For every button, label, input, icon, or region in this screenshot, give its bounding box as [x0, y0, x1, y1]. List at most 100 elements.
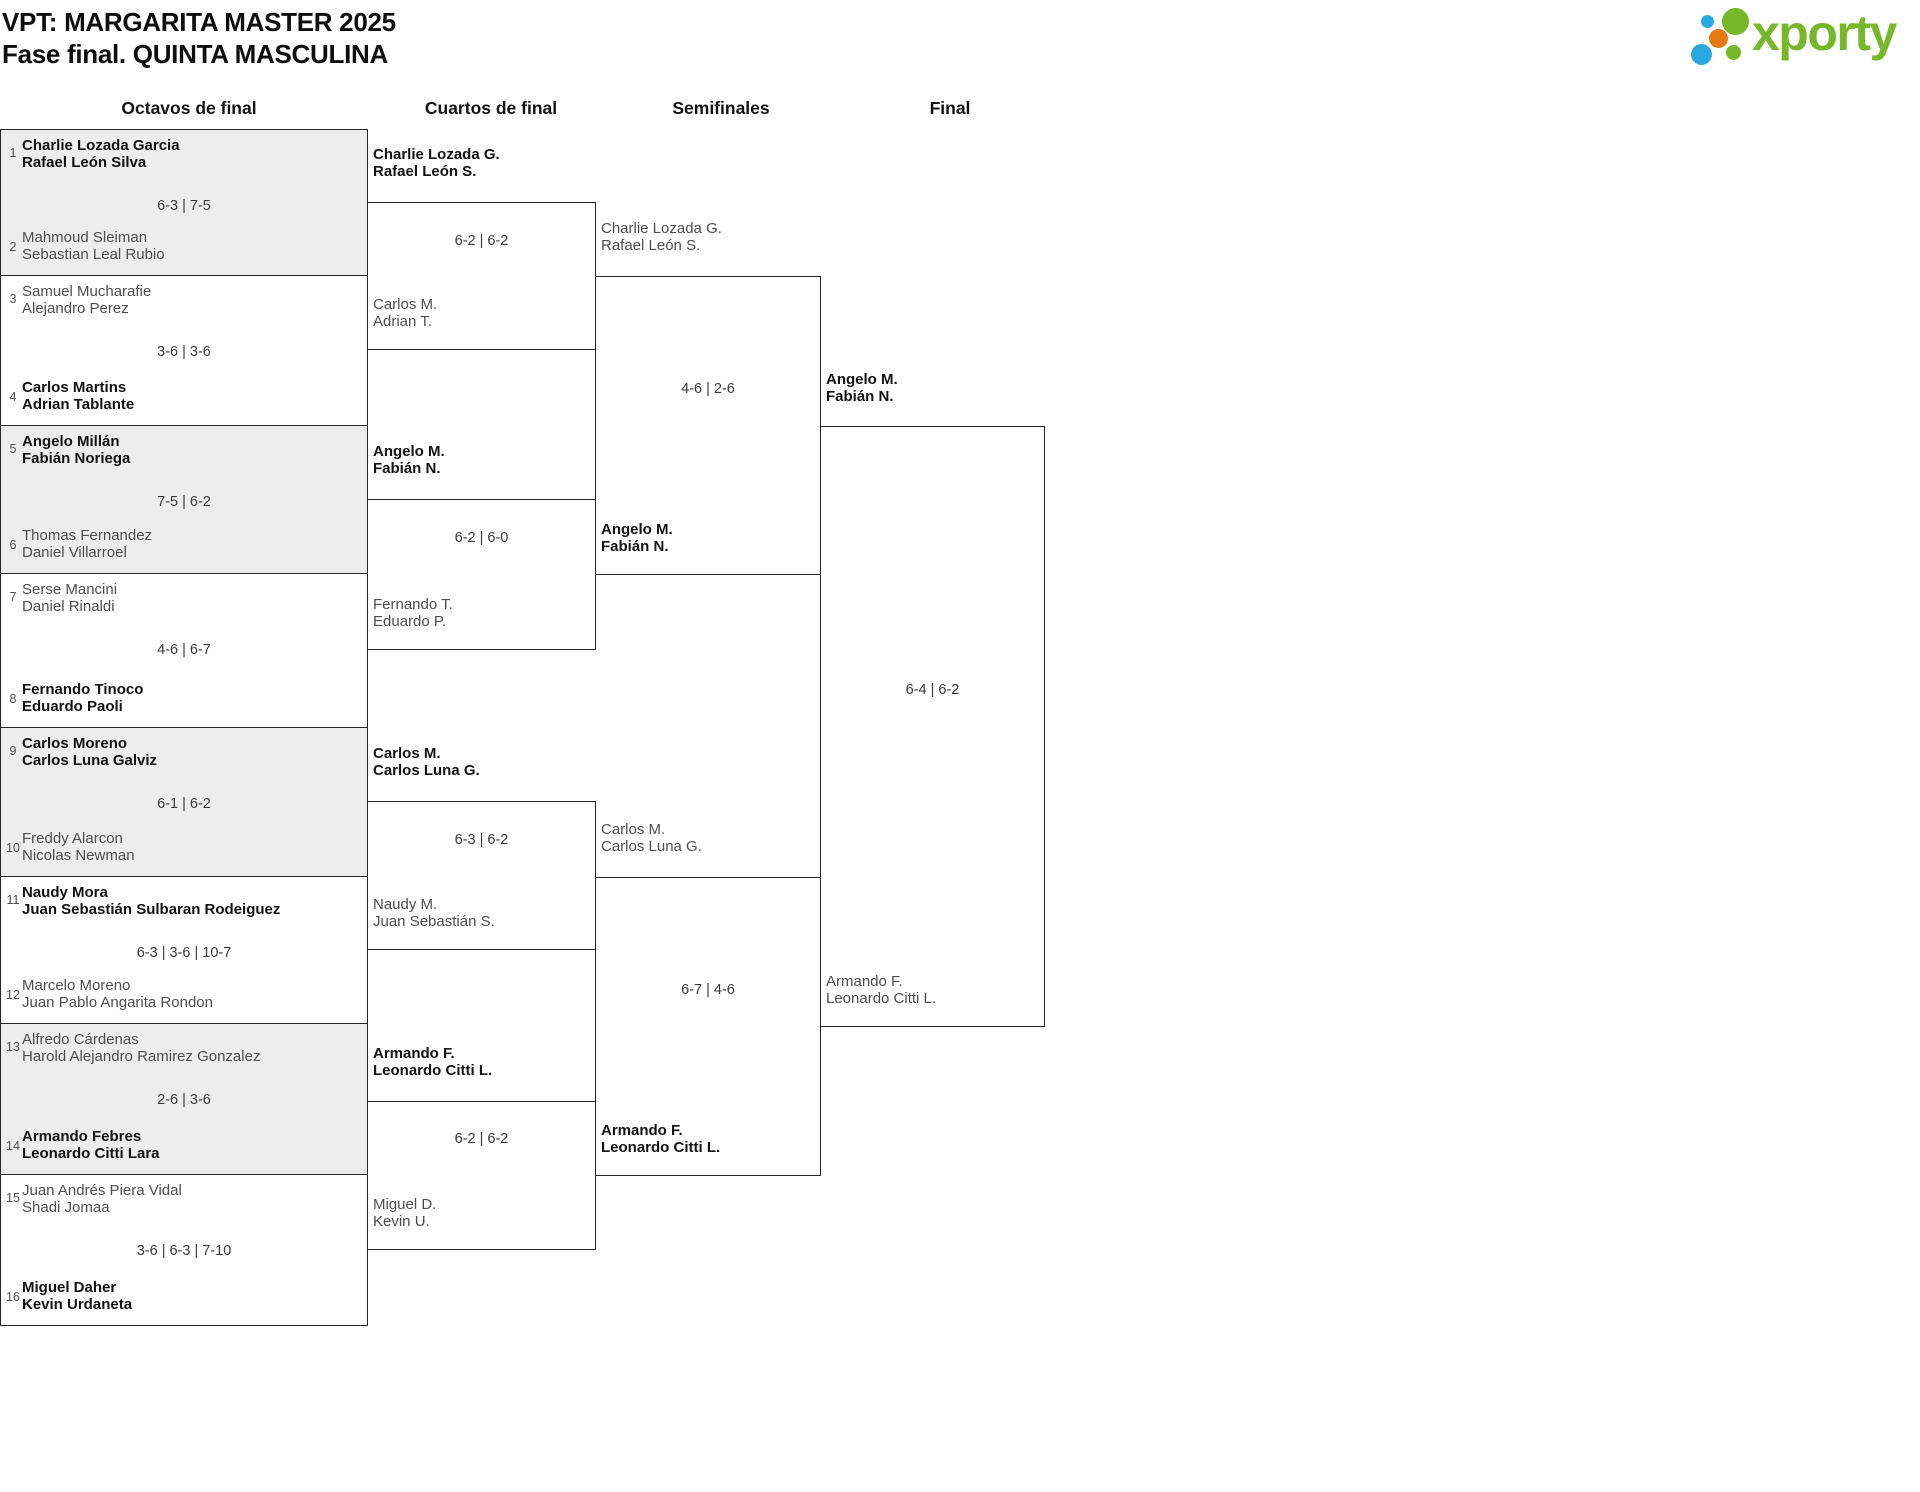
team-pair-top: Carlos M. Carlos Luna G.	[373, 745, 480, 779]
team-name: Fabián N.	[826, 388, 894, 405]
team-name: Nicolas Newman	[22, 847, 135, 864]
team-name: Juan Sebastián Sulbaran Rodeiguez	[22, 901, 281, 918]
xporty-logo[interactable]: xporty	[1690, 0, 1920, 80]
team-name: Adrian T.	[373, 313, 432, 330]
team-pair-bottom: Armando Febres Leonardo Citti Lara	[22, 1128, 363, 1162]
team-name: Sebastian Leal Rubio	[22, 246, 165, 263]
team-name: Carlos M.	[601, 821, 666, 838]
team-pair-bottom: Thomas Fernandez Daniel Villarroel	[22, 527, 363, 561]
seed-number: 16	[6, 1290, 20, 1304]
match-score: 6-3 | 7-5	[157, 198, 211, 214]
seed-number: 15	[6, 1191, 20, 1205]
logo-dot-icon	[1701, 15, 1714, 28]
team-pair-top: Naudy Mora Juan Sebastián Sulbaran Rodei…	[22, 884, 363, 918]
match-score: 6-2 | 6-2	[454, 1131, 509, 1147]
team-name: Carlos M.	[373, 296, 438, 313]
round-header-semifinales: Semifinales	[672, 98, 770, 118]
team-name: Leonardo Citti L.	[826, 990, 937, 1007]
r16-match-box: 1 Charlie Lozada Garcia Rafael León Silv…	[0, 129, 368, 276]
seed-number: 2	[9, 240, 17, 254]
team-name: Charlie Lozada G.	[601, 220, 722, 237]
logo-dot-icon	[1726, 45, 1741, 60]
team-name: Charlie Lozada Garcia	[22, 137, 180, 154]
team-pair-bottom: Fernando Tinoco Eduardo Paoli	[22, 681, 363, 715]
team-name: Fabián Noriega	[22, 450, 131, 467]
team-name: Naudy M.	[373, 896, 438, 913]
match-score: 6-3 | 6-2	[454, 832, 509, 848]
match-score: 6-3 | 3-6 | 10-7	[136, 945, 232, 961]
team-name: Rafael León Silva	[22, 154, 147, 171]
team-pair-top: Angelo M. Fabián N.	[373, 443, 445, 477]
team-name: Kevin U.	[373, 1213, 430, 1230]
tournament-title: VPT: MARGARITA MASTER 2025	[2, 7, 396, 37]
logo-dot-icon	[1709, 29, 1728, 48]
sf-match-box	[595, 276, 821, 575]
round-header-octavos: Octavos de final	[121, 98, 257, 118]
r16-match-box: 13 Alfredo Cárdenas Harold Alejandro Ram…	[0, 1023, 368, 1175]
team-name: Miguel D.	[373, 1196, 437, 1213]
team-pair-bottom: Angelo M. Fabián N.	[601, 521, 673, 555]
team-name: Rafael León S.	[373, 163, 477, 180]
r16-match-box: 3 Samuel Mucharafie Alejandro Perez 3-6 …	[0, 275, 368, 426]
logo-dot-icon	[1722, 8, 1749, 35]
team-name: Carlos Luna G.	[601, 838, 702, 855]
final-match-box	[820, 426, 1045, 1027]
team-pair-top: Juan Andrés Piera Vidal Shadi Jomaa	[22, 1182, 363, 1216]
match-score: 6-2 | 6-0	[454, 530, 509, 546]
round-header-final: Final	[929, 98, 971, 118]
qf-match-box	[367, 801, 596, 950]
team-name: Harold Alejandro Ramirez Gonzalez	[22, 1048, 261, 1065]
team-pair-bottom: Freddy Alarcon Nicolas Newman	[22, 830, 363, 864]
team-name: Kevin Urdaneta	[22, 1296, 133, 1313]
match-score: 6-1 | 6-2	[157, 796, 211, 812]
team-name: Carlos M.	[373, 745, 441, 762]
team-name: Angelo M.	[373, 443, 445, 460]
r16-match-box: 11 Naudy Mora Juan Sebastián Sulbaran Ro…	[0, 876, 368, 1024]
seed-number: 14	[6, 1139, 20, 1153]
team-name: Carlos Luna Galviz	[22, 752, 158, 769]
team-name: Miguel Daher	[22, 1279, 117, 1296]
team-name: Eduardo Paoli	[22, 698, 123, 715]
team-pair-top: Samuel Mucharafie Alejandro Perez	[22, 283, 363, 317]
team-name: Mahmoud Sleiman	[22, 229, 148, 246]
team-pair-bottom: Carlos M. Adrian T.	[373, 296, 437, 330]
r16-match-box: 5 Angelo Millán Fabián Noriega 7-5 | 6-2…	[0, 425, 368, 574]
team-name: Daniel Villarroel	[22, 544, 127, 561]
team-name: Adrian Tablante	[22, 396, 135, 413]
team-name: Juan Pablo Angarita Rondon	[22, 994, 213, 1011]
team-name: Freddy Alarcon	[22, 830, 123, 847]
team-pair-bottom: Miguel Daher Kevin Urdaneta	[22, 1279, 363, 1313]
seed-number: 4	[9, 390, 17, 404]
seed-number: 11	[6, 893, 20, 907]
seed-number: 8	[9, 692, 17, 706]
team-pair-top: Charlie Lozada G. Rafael León S.	[601, 220, 722, 254]
match-score: 3-6 | 6-3 | 7-10	[136, 1243, 232, 1259]
team-name: Fabián N.	[373, 460, 441, 477]
team-name: Marcelo Moreno	[22, 977, 131, 994]
team-pair-top: Armando F. Leonardo Citti L.	[373, 1045, 492, 1079]
team-pair-top: Charlie Lozada Garcia Rafael León Silva	[22, 137, 363, 171]
match-score: 4-6 | 2-6	[681, 381, 735, 397]
team-name: Fabián N.	[601, 538, 669, 555]
phase-subtitle: Fase final. QUINTA MASCULINA	[2, 39, 388, 69]
team-name: Angelo M.	[826, 371, 898, 388]
team-name: Naudy Mora	[22, 884, 108, 901]
team-pair-top: Angelo M. Fabián N.	[826, 371, 898, 405]
team-pair-bottom: Mahmoud Sleiman Sebastian Leal Rubio	[22, 229, 363, 263]
seed-number: 10	[6, 841, 20, 855]
seed-number: 9	[9, 744, 17, 758]
team-name: Armando F.	[373, 1045, 455, 1062]
team-name: Alfredo Cárdenas	[22, 1031, 139, 1048]
team-name: Fernando T.	[373, 596, 453, 613]
team-name: Eduardo P.	[373, 613, 447, 630]
seed-number: 7	[9, 590, 17, 604]
team-name: Leonardo Citti L.	[601, 1139, 721, 1156]
match-score: 7-5 | 6-2	[157, 494, 211, 510]
team-name: Angelo M.	[601, 521, 673, 538]
team-pair-top: Serse Mancini Daniel Rinaldi	[22, 581, 363, 615]
team-name: Leonardo Citti L.	[373, 1062, 493, 1079]
team-name: Carlos Luna G.	[373, 762, 480, 779]
team-name: Samuel Mucharafie	[22, 283, 152, 300]
seed-number: 12	[6, 988, 20, 1002]
